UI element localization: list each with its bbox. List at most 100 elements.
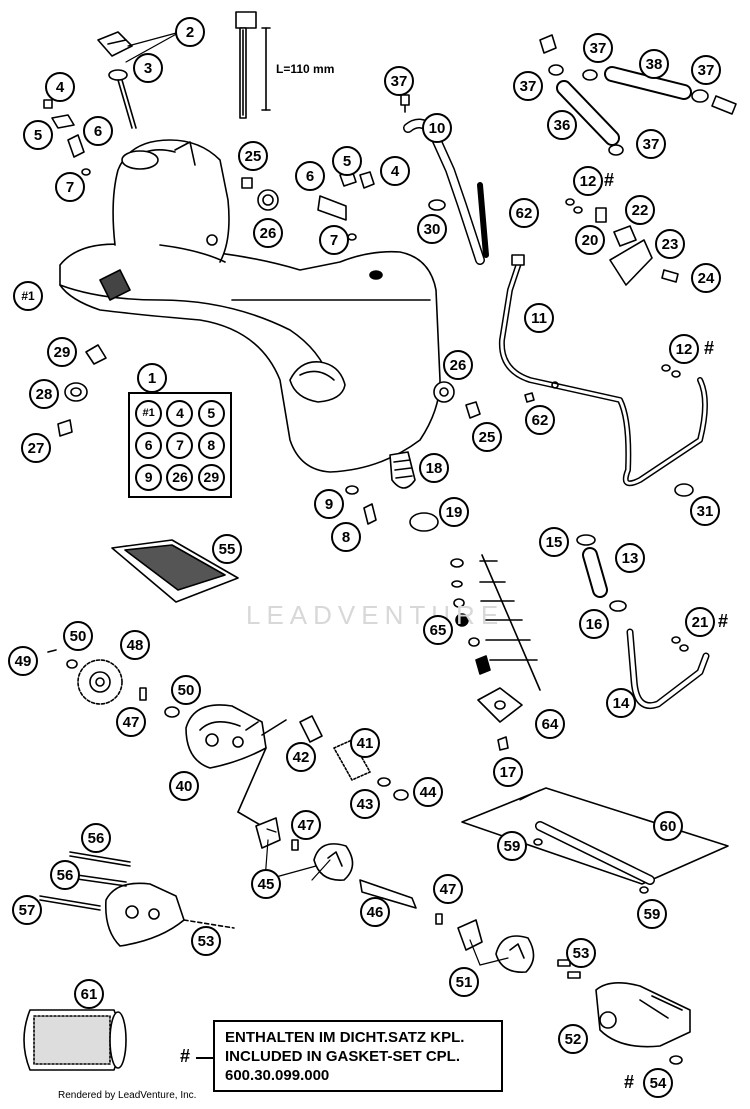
callout-22[interactable]: 22 [625,195,655,225]
callout-47[interactable]: 47 [291,810,321,840]
gasket-note-line1: ENTHALTEN IM DICHT.SATZ KPL. [225,1029,465,1046]
callout-1-tank[interactable]: #1 [13,281,43,311]
callout-28[interactable]: 28 [29,379,59,409]
callout-56[interactable]: 56 [81,823,111,853]
callout-60[interactable]: 60 [653,811,683,841]
callout-37[interactable]: 37 [691,55,721,85]
callout-47[interactable]: 47 [433,874,463,904]
kit-item: 4 [166,399,194,427]
callout-7[interactable]: 7 [55,172,85,202]
callout-27[interactable]: 27 [21,433,51,463]
callout-8[interactable]: 8 [331,522,361,552]
callout-16[interactable]: 16 [579,609,609,639]
callout-12[interactable]: 12 [669,334,699,364]
small-hardware-left [43,99,107,437]
kit-item: 5 [197,399,225,427]
length-annotation: L=110 mm [276,62,335,76]
callout-19[interactable]: 19 [439,497,469,527]
callout-41[interactable]: 41 [350,728,380,758]
kit-item: 26 [166,463,194,491]
gasket-note-marker: # [180,1046,191,1066]
callout-1[interactable]: 1 [137,363,167,393]
callout-48[interactable]: 48 [120,630,150,660]
credit-text: Rendered by LeadVenture, Inc. [58,1090,197,1101]
callout-62[interactable]: 62 [509,198,539,228]
callout-57[interactable]: 57 [12,895,42,925]
tank-fittings-drawing [345,381,535,532]
callout-59[interactable]: 59 [497,831,527,861]
pump-housing-drawing [185,704,287,827]
callout-9[interactable]: 9 [314,489,344,519]
callout-5[interactable]: 5 [23,120,53,150]
callout-44[interactable]: 44 [413,777,443,807]
callout-62[interactable]: 62 [525,405,555,435]
fuel-tank-drawing [59,139,441,473]
callout-53[interactable]: 53 [566,938,596,968]
callout-42[interactable]: 42 [286,742,316,772]
callout-6[interactable]: 6 [83,116,113,146]
callout-50[interactable]: 50 [171,675,201,705]
callout-54[interactable]: 54 [643,1068,673,1098]
callout-50[interactable]: 50 [63,621,93,651]
callout-12[interactable]: 12 [573,166,603,196]
callout-31[interactable]: 31 [690,496,720,526]
callout-46[interactable]: 46 [360,897,390,927]
callout-52[interactable]: 52 [558,1024,588,1054]
callout-47[interactable]: 47 [116,707,146,737]
gasket-set-note: ENTHALTEN IM DICHT.SATZ KPL. INCLUDED IN… [213,1020,503,1092]
callout-10[interactable]: 10 [422,113,452,143]
callout-51[interactable]: 51 [449,967,479,997]
callout-4[interactable]: 4 [380,156,410,186]
oil-pump-gear-drawing [47,649,180,718]
callout-26[interactable]: 26 [443,350,473,380]
oil-filter-drawing [23,1009,127,1071]
callout-11[interactable]: 11 [524,303,554,333]
callout-24[interactable]: 24 [691,263,721,293]
filler-cap-drawing [97,11,271,129]
kit-item: 7 [166,431,194,459]
callout-13[interactable]: 13 [615,543,645,573]
callout-6[interactable]: 6 [295,161,325,191]
callout-37[interactable]: 37 [384,66,414,96]
callout-17[interactable]: 17 [493,757,523,787]
callout-2[interactable]: 2 [175,17,205,47]
callout-61[interactable]: 61 [74,979,104,1009]
callout-43[interactable]: 43 [350,789,380,819]
callout-21[interactable]: 21 [685,607,715,637]
callout-65[interactable]: 65 [423,615,453,645]
callout-5[interactable]: 5 [332,146,362,176]
callout-4[interactable]: 4 [45,72,75,102]
callout-20[interactable]: 20 [575,225,605,255]
callout-36[interactable]: 36 [547,110,577,140]
gasket-set-marker: # [604,170,615,190]
callout-59[interactable]: 59 [637,899,667,929]
callout-3[interactable]: 3 [133,53,163,83]
callout-25[interactable]: 25 [238,141,268,171]
second-pump-drawing [457,919,691,1065]
callout-26[interactable]: 26 [253,218,283,248]
callout-7[interactable]: 7 [319,225,349,255]
callout-64[interactable]: 64 [535,709,565,739]
callout-37[interactable]: 37 [583,33,613,63]
callout-30[interactable]: 30 [417,214,447,244]
callout-37[interactable]: 37 [513,71,543,101]
callout-49[interactable]: 49 [8,646,38,676]
callout-23[interactable]: 23 [655,229,685,259]
callout-14[interactable]: 14 [606,688,636,718]
callout-29[interactable]: 29 [47,337,77,367]
callout-38[interactable]: 38 [639,49,669,79]
callout-25[interactable]: 25 [472,422,502,452]
gasket-set-marker: # [704,338,715,358]
callout-37[interactable]: 37 [636,129,666,159]
callout-15[interactable]: 15 [539,527,569,557]
small-hardware-center [241,169,446,241]
callout-53[interactable]: 53 [191,926,221,956]
callout-56[interactable]: 56 [50,860,80,890]
callout-18[interactable]: 18 [419,453,449,483]
gasket-set-marker: # [624,1072,635,1092]
callout-40[interactable]: 40 [169,771,199,801]
callout-45[interactable]: 45 [251,869,281,899]
callout-55[interactable]: 55 [212,534,242,564]
return-hose-drawing [576,534,710,709]
